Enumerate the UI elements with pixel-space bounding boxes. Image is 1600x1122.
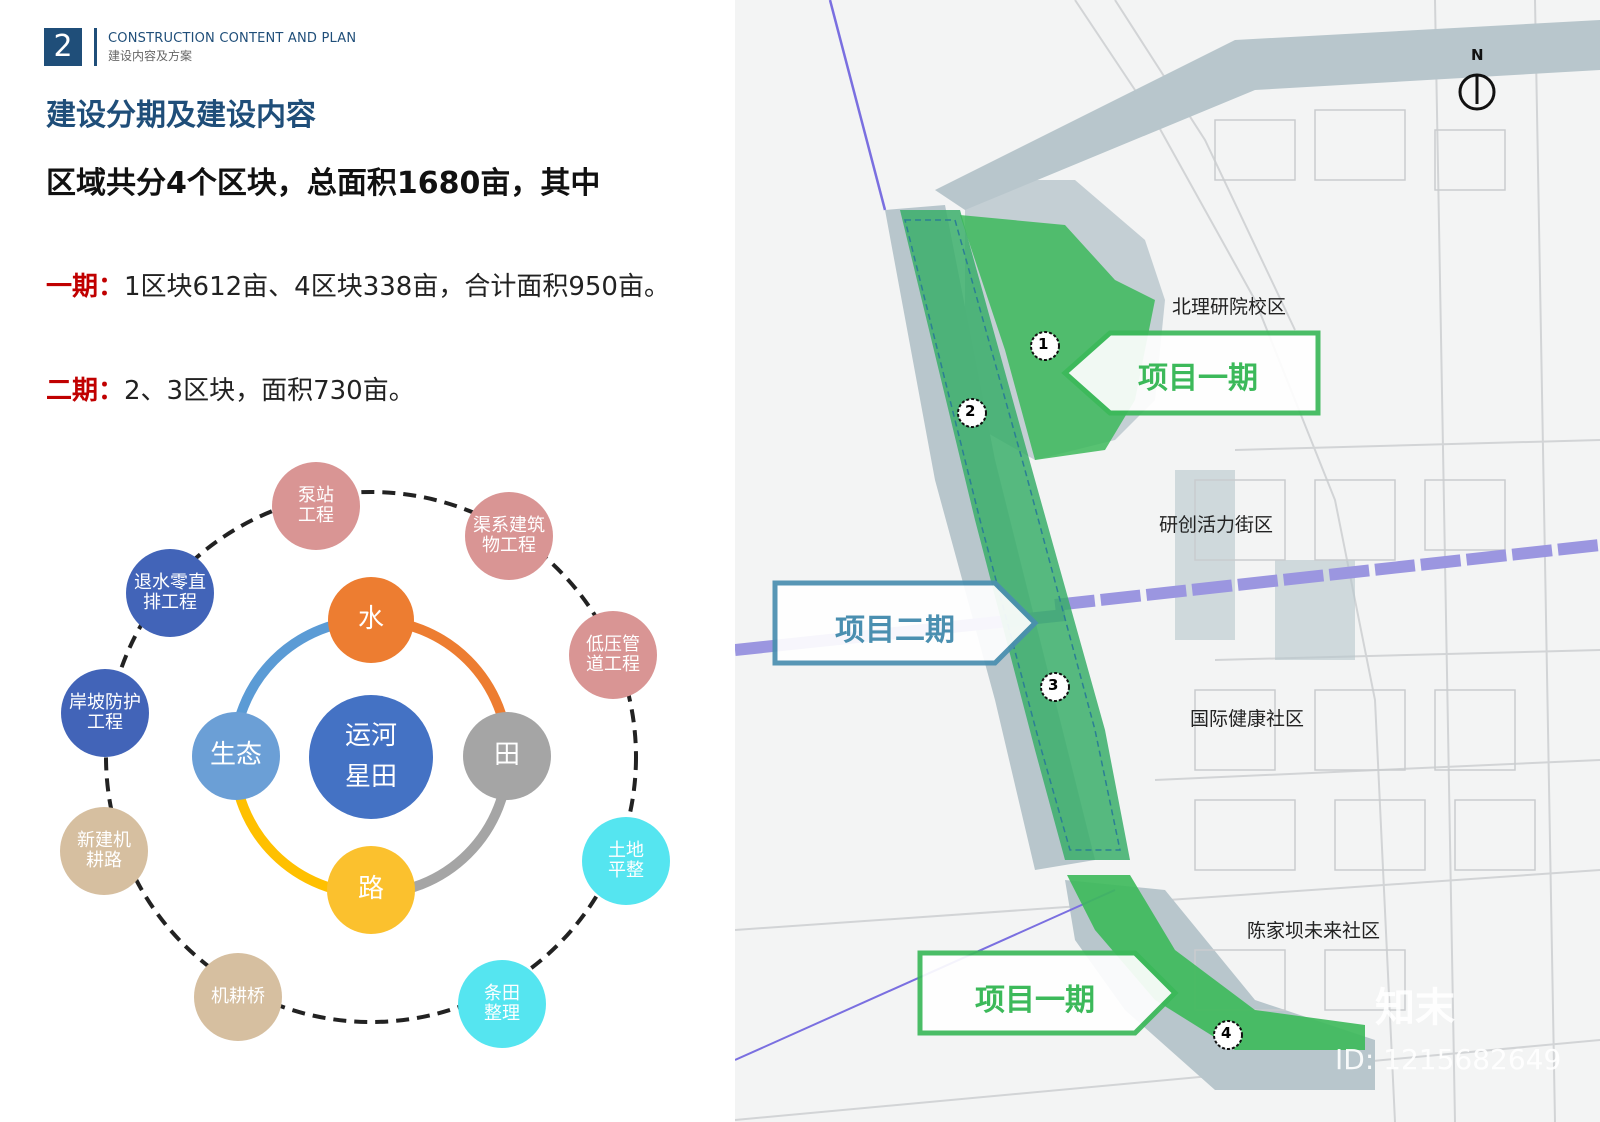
callout-phase-one-north: 项目一期 xyxy=(1138,361,1258,396)
outer-node-label: 泵站 xyxy=(298,484,334,506)
block-label-2: 2 xyxy=(965,402,976,420)
outer-node-canal-structures: 渠系建筑物工程 xyxy=(465,492,553,580)
center-node: 运河 星田 xyxy=(309,695,433,819)
outer-node-label: 物工程 xyxy=(482,535,536,556)
center-line2: 星田 xyxy=(344,762,397,792)
block-label-3: 3 xyxy=(1048,676,1059,694)
node-road: 路 xyxy=(327,846,415,934)
callout-phase-two: 项目二期 xyxy=(835,613,955,648)
outer-node-farm-bridge: 机耕桥 xyxy=(194,953,282,1041)
phase-one-text: 1区块612亩、4区块338亩，合计面积950亩。 xyxy=(124,272,670,302)
phase-one-label: 一期： xyxy=(46,272,125,302)
page-title: 建设分期及建设内容 xyxy=(46,98,316,133)
watermark-id: ID: 1215682649 xyxy=(1335,1043,1562,1076)
outer-node-label: 道工程 xyxy=(586,654,640,675)
outer-node-label: 条田 xyxy=(484,982,520,1004)
block-label-1: 1 xyxy=(1038,335,1049,353)
outer-node-field-consolidation: 条田整理 xyxy=(458,960,546,1048)
node-field: 田 xyxy=(463,712,551,800)
area-label-bit-campus: 北理研院校区 xyxy=(1172,296,1287,318)
north-label: N xyxy=(1471,46,1484,64)
outer-dashed-ring xyxy=(104,490,638,1024)
outer-node-land-leveling: 土地平整 xyxy=(582,817,670,905)
outer-node-bank-protection: 岸坡防护工程 xyxy=(61,669,149,757)
section-title-cn: 建设内容及方案 xyxy=(108,49,193,63)
outer-node-label: 整理 xyxy=(484,1003,520,1024)
center-line1: 运河 xyxy=(344,720,397,751)
section-title-en: CONSTRUCTION CONTENT AND PLAN xyxy=(108,31,357,46)
section-divider xyxy=(94,28,97,66)
outer-node-label: 低压管 xyxy=(586,633,640,655)
watermark-logo: 知末 xyxy=(1375,985,1455,1031)
outer-node-label: 工程 xyxy=(298,505,334,526)
diagram-rings xyxy=(104,490,638,1024)
phase-two: 二期：2、3区块，面积730亩。 xyxy=(46,370,415,407)
outer-node-label: 耕路 xyxy=(86,850,122,871)
outer-node-label: 机耕桥 xyxy=(211,985,265,1007)
outer-node-pump-station: 泵站工程 xyxy=(272,462,360,550)
node-ecology: 生态 xyxy=(192,712,280,800)
page-subtitle: 区域共分4个区块，总面积1680亩，其中 xyxy=(46,166,601,201)
outer-node-label: 退水零直 xyxy=(134,571,206,593)
node-water: 水 xyxy=(328,577,414,663)
phase-two-text: 2、3区块，面积730亩。 xyxy=(124,376,415,406)
outer-node-label: 新建机 xyxy=(77,829,131,851)
block-label-4: 4 xyxy=(1221,1024,1232,1042)
phase-two-label: 二期： xyxy=(46,376,125,406)
phase-one: 一期：1区块612亩、4区块338亩，合计面积950亩。 xyxy=(46,266,670,303)
callout-phase-one-south: 项目一期 xyxy=(975,983,1095,1018)
outer-node-label: 平整 xyxy=(608,860,644,881)
area-label-health-community: 国际健康社区 xyxy=(1190,708,1305,730)
area-label-innovation-block: 研创活力街区 xyxy=(1159,514,1274,536)
outer-node-farm-road: 新建机耕路 xyxy=(60,807,148,895)
site-map: N 1 2 3 4 北理研院校区 研创活力街区 国际健康社区 陈家坝未来社区 项… xyxy=(735,0,1600,1122)
outer-node-low-pressure-pipe: 低压管道工程 xyxy=(569,611,657,699)
map-graphics xyxy=(735,0,1600,1122)
section-number: 2 xyxy=(44,28,82,66)
area-label-future-community: 陈家坝未来社区 xyxy=(1247,920,1381,942)
outer-node-label: 排工程 xyxy=(143,592,197,613)
outer-node-label: 岸坡防护 xyxy=(69,691,141,713)
outer-node-label: 工程 xyxy=(87,712,123,733)
outer-node-label: 土地 xyxy=(608,839,644,861)
outer-node-drainage: 退水零直排工程 xyxy=(126,549,214,637)
outer-node-label: 渠系建筑 xyxy=(473,514,545,536)
